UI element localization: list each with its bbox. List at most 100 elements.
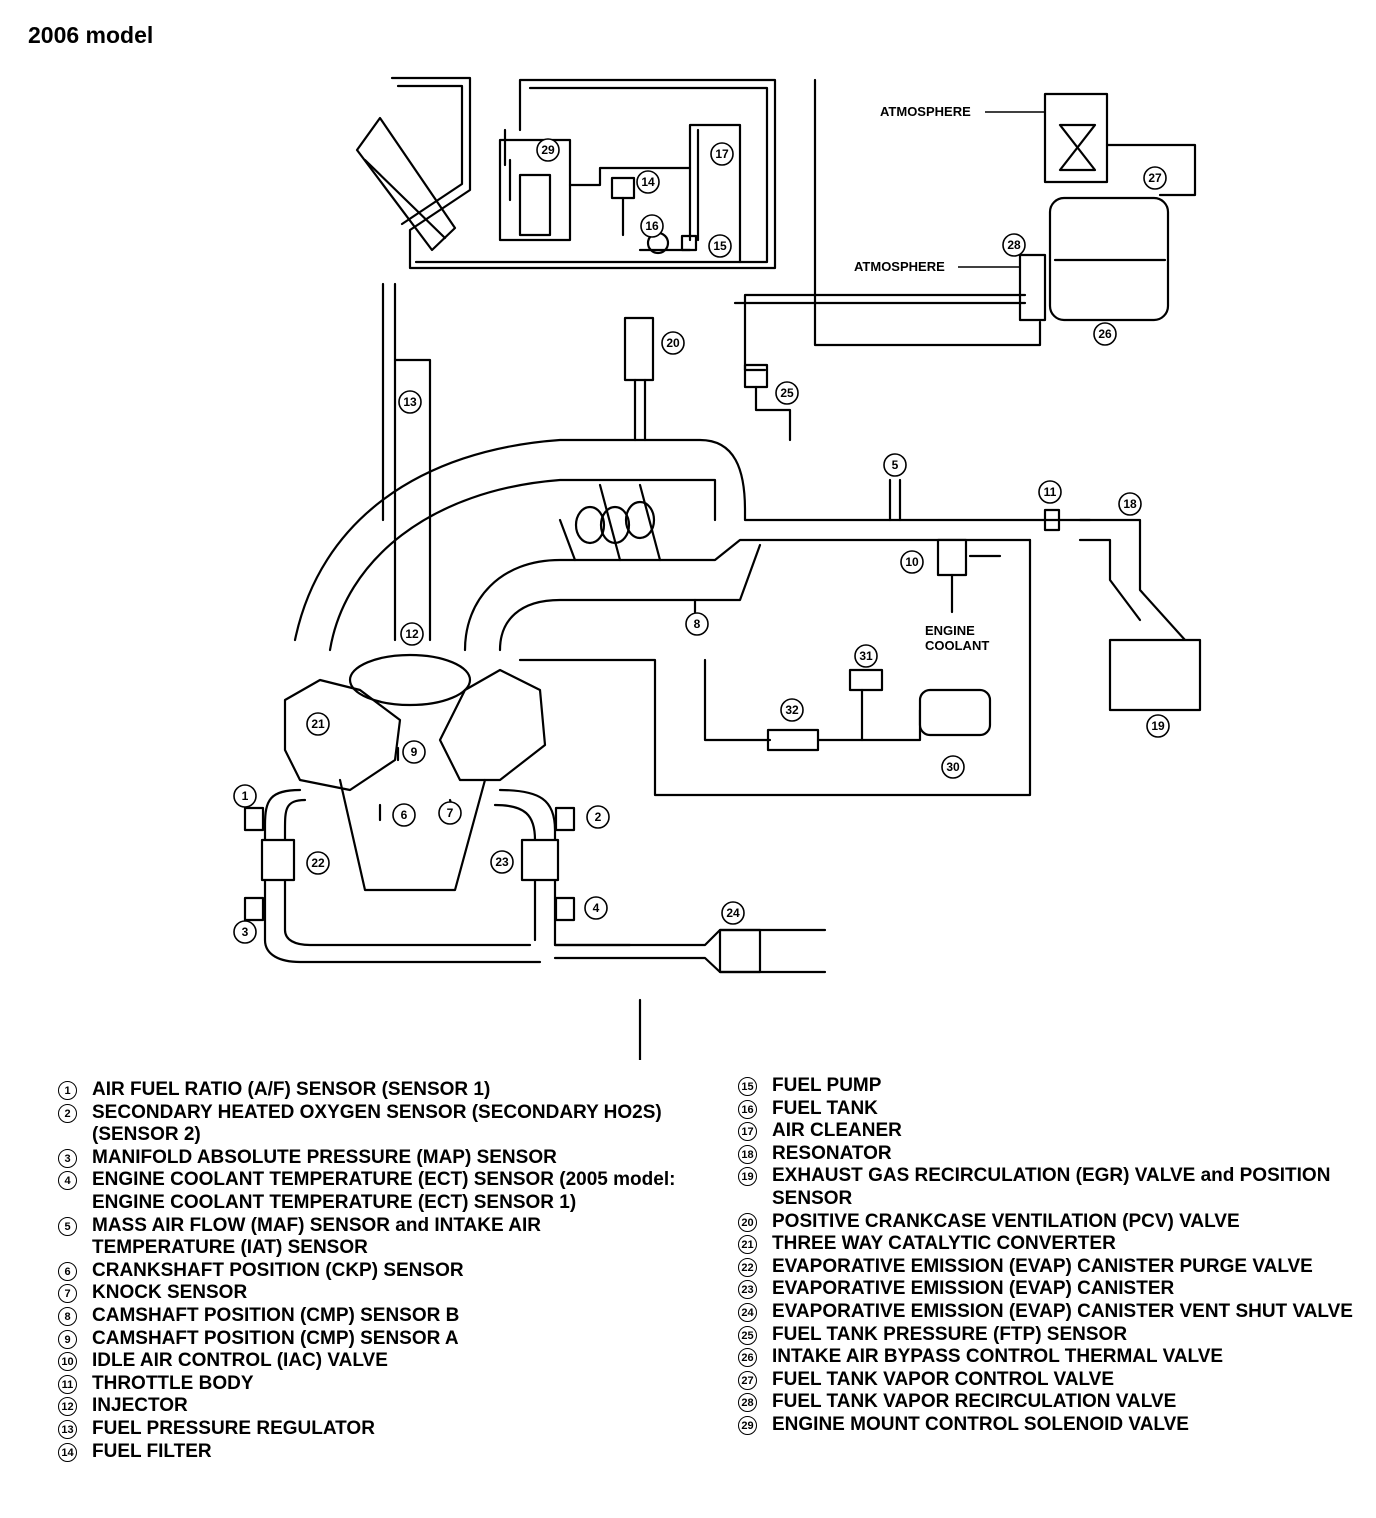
callout-15: 15 <box>708 234 732 258</box>
legend-item-12: 12 INJECTOR <box>58 1395 678 1418</box>
legend-number: 2 <box>58 1103 77 1123</box>
legend-number: 14 <box>58 1442 77 1462</box>
callout-number: 30 <box>946 760 960 774</box>
callout-21: 21 <box>306 712 330 736</box>
callout-circle <box>586 805 610 829</box>
callout-circle <box>1002 233 1026 257</box>
engine-coolant-label-line1: ENGINE <box>925 623 975 638</box>
legend-text: POSITIVE CRANKCASE VENTILATION (PCV) VAL… <box>772 1210 1240 1232</box>
callout-18: 18 <box>1118 492 1142 516</box>
callout-10: 10 <box>900 550 924 574</box>
callout-number: 28 <box>1007 238 1021 252</box>
callout-3: 3 <box>233 920 257 944</box>
page-title: 2006 model <box>28 22 154 48</box>
callout-number: 15 <box>713 239 727 253</box>
callout-circle <box>1118 492 1142 516</box>
callout-circle <box>636 170 660 194</box>
callout-11: 11 <box>1038 480 1062 504</box>
callout-25: 25 <box>775 381 799 405</box>
callout-circle <box>685 612 709 636</box>
legend-text: FUEL FILTER <box>92 1440 212 1462</box>
callout-2: 2 <box>586 805 610 829</box>
callout-circle <box>306 712 330 736</box>
callout-29: 29 <box>536 138 560 162</box>
callout-number: 21 <box>311 717 325 731</box>
legend-text: ENGINE MOUNT CONTROL SOLENOID VALVE <box>772 1413 1189 1435</box>
callout-32: 32 <box>780 698 804 722</box>
legend-item-2: 2 SECONDARY HEATED OXYGEN SENSOR (SECONDA… <box>58 1102 678 1147</box>
callout-number: 14 <box>641 175 655 189</box>
legend-text: EVAPORATIVE EMISSION (EVAP) CANISTER VEN… <box>772 1300 1353 1322</box>
callout-17: 17 <box>710 142 734 166</box>
legend-number: 16 <box>738 1099 757 1119</box>
legend-text: INJECTOR <box>92 1395 188 1417</box>
legend-number: 11 <box>58 1374 77 1394</box>
callout-28: 28 <box>1002 233 1026 257</box>
legend-text: SECONDARY HEATED OXYGEN SENSOR (SECONDAR… <box>92 1101 662 1146</box>
legend-number: 22 <box>738 1257 757 1277</box>
legend-number: 12 <box>58 1397 77 1417</box>
legend-number: 21 <box>738 1235 757 1255</box>
callout-number: 22 <box>311 856 325 870</box>
legend-number: 4 <box>58 1171 77 1191</box>
legend-number: 15 <box>738 1077 757 1096</box>
callout-number: 27 <box>1148 171 1162 185</box>
callout-number: 18 <box>1123 497 1137 511</box>
callout-8: 8 <box>685 612 709 636</box>
callout-circle <box>640 214 664 238</box>
legend-item-21: 21 THREE WAY CATALYTIC CONVERTER <box>738 1233 1358 1256</box>
callout-number: 26 <box>1098 327 1112 341</box>
legend-number: 28 <box>738 1393 757 1413</box>
legend-number: 17 <box>738 1122 757 1142</box>
legend-text: THREE WAY CATALYTIC CONVERTER <box>772 1233 1116 1255</box>
legend-number: 7 <box>58 1284 77 1304</box>
legend-text: EVAPORATIVE EMISSION (EVAP) CANISTER PUR… <box>772 1255 1313 1277</box>
callout-circle <box>900 550 924 574</box>
callout-circle <box>233 920 257 944</box>
legend-text: IDLE AIR CONTROL (IAC) VALVE <box>92 1350 388 1372</box>
legend-text: AIR FUEL RATIO (A/F) SENSOR (SENSOR 1) <box>92 1079 491 1100</box>
callout-circle <box>661 331 685 355</box>
callout-27: 27 <box>1143 166 1167 190</box>
legend-item-4: 4 ENGINE COOLANT TEMPERATURE (ECT) SENSOR… <box>58 1169 678 1214</box>
callout-circle <box>400 622 424 646</box>
legend-text: RESONATOR <box>772 1142 892 1164</box>
callout-16: 16 <box>640 214 664 238</box>
legend-number: 13 <box>58 1419 77 1439</box>
legend-text: CAMSHAFT POSITION (CMP) SENSOR B <box>92 1304 460 1326</box>
callout-circle <box>721 901 745 925</box>
callout-number: 29 <box>541 143 555 157</box>
callout-24: 24 <box>721 901 745 925</box>
callout-circle <box>854 644 878 668</box>
callout-number: 11 <box>1044 485 1057 499</box>
legend-item-14: 14 FUEL FILTER <box>58 1441 678 1464</box>
legend-number: 19 <box>738 1167 757 1187</box>
callout-number: 10 <box>905 555 919 569</box>
callout-circle <box>1143 166 1167 190</box>
callout-number: 31 <box>859 649 873 663</box>
callout-circle <box>780 698 804 722</box>
legend-text: ENGINE COOLANT TEMPERATURE (ECT) SENSOR … <box>92 1169 676 1213</box>
callout-12: 12 <box>400 622 424 646</box>
legend-text: INTAKE AIR BYPASS CONTROL THERMAL VALVE <box>772 1346 1224 1368</box>
callout-circle <box>883 453 907 477</box>
callout-9: 9 <box>402 740 426 764</box>
legend-number: 25 <box>738 1325 757 1345</box>
legend-item-22: 22 EVAPORATIVE EMISSION (EVAP) CANISTER P… <box>738 1256 1358 1279</box>
callout-circle <box>708 234 732 258</box>
